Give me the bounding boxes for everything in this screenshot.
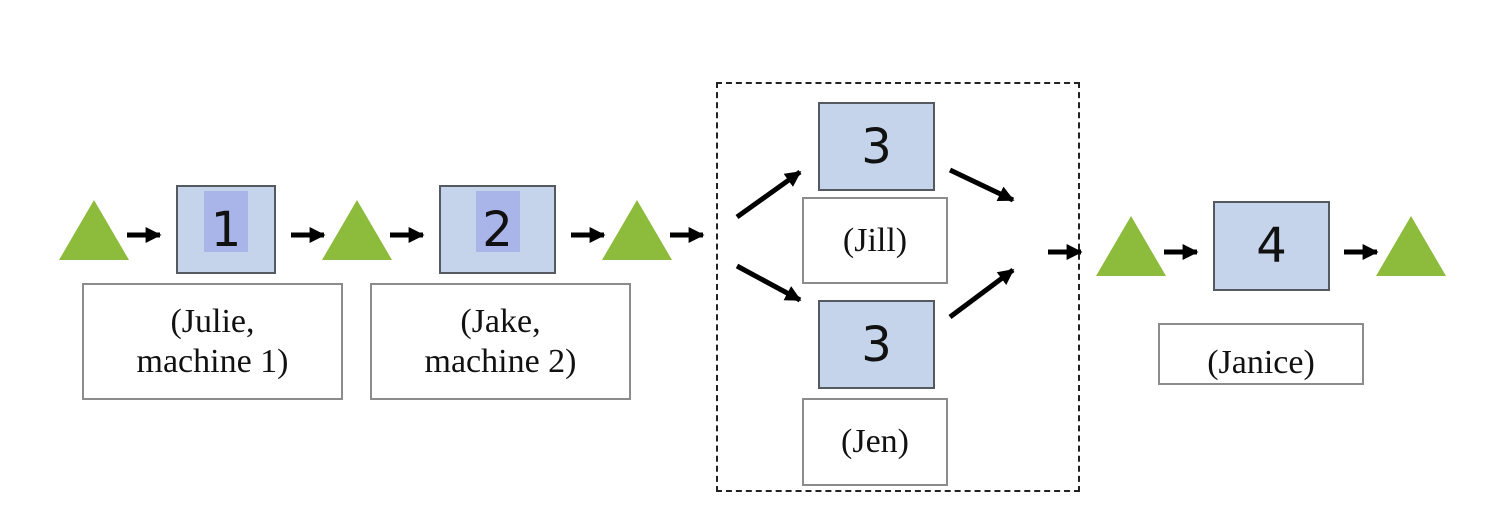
worker-label-jake: (Jake, machine 2) (370, 283, 631, 400)
split-arrow-up-icon (735, 169, 802, 220)
worker-label-jill: (Jill) (802, 197, 948, 284)
step-highlight (475, 191, 520, 252)
step-number: 3 (861, 316, 892, 373)
inventory-triangle-icon (602, 200, 672, 260)
step-number: 1 (210, 201, 242, 258)
step-number: 4 (1256, 218, 1287, 274)
step-number: 2 (482, 201, 513, 258)
worker-label-julie: (Julie, machine 1) (82, 283, 343, 400)
step-highlight (204, 191, 248, 252)
split-arrow-down-icon (735, 263, 802, 303)
merge-arrow-up-icon (948, 267, 1015, 320)
step-box-3-bottom: 3 (818, 300, 935, 389)
step-box-1: 1 (176, 185, 276, 274)
inventory-triangle-icon (1376, 216, 1446, 276)
step-box-2: 2 (439, 185, 556, 274)
step-box-4: 4 (1213, 201, 1330, 291)
parallel-step-group (716, 82, 1080, 492)
worker-label-jen: (Jen) (802, 398, 948, 486)
inventory-triangle-icon (1096, 216, 1166, 276)
step-number: 3 (861, 118, 892, 175)
step-box-3-top: 3 (818, 102, 935, 191)
inventory-triangle-icon (59, 200, 129, 260)
merge-arrow-down-icon (948, 167, 1015, 203)
worker-label-janice: (Janice) (1158, 323, 1364, 385)
inventory-triangle-icon (322, 200, 392, 260)
